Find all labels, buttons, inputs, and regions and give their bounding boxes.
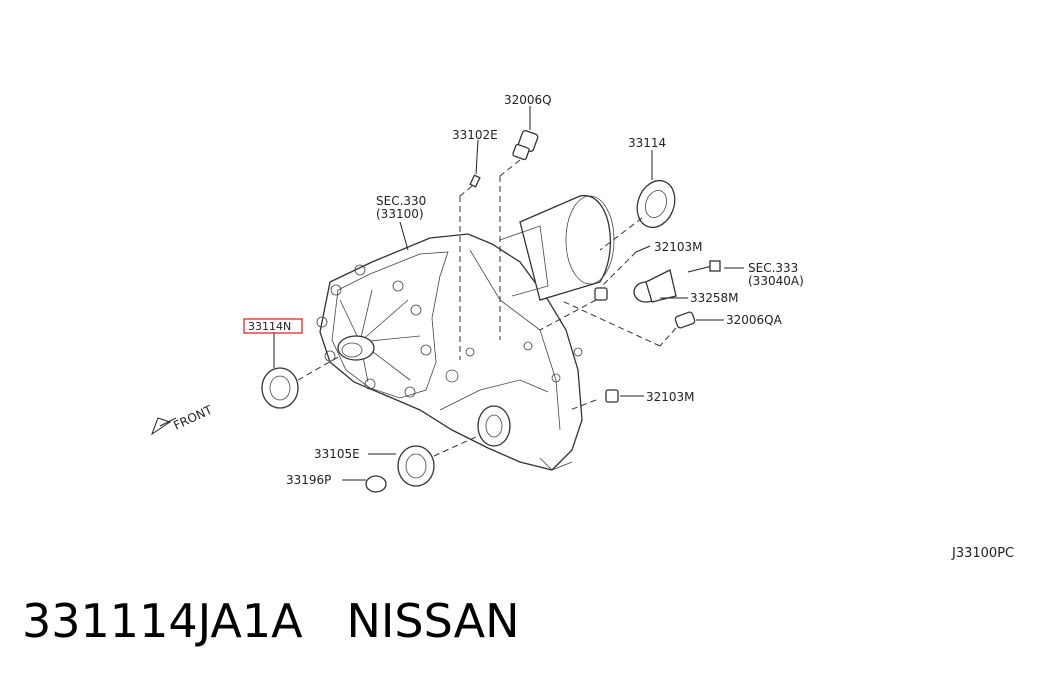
oil-seal-33114n bbox=[261, 367, 299, 409]
bearing-33114 bbox=[636, 179, 676, 229]
brand-name: NISSAN bbox=[346, 594, 520, 648]
label-32006q: 32006Q bbox=[504, 93, 552, 107]
label-sec333: SEC.333 bbox=[748, 261, 798, 275]
caption: 331114JA1A NISSAN bbox=[22, 594, 520, 648]
transfer-case-housing bbox=[316, 195, 615, 471]
leader-lines bbox=[273, 106, 744, 481]
switch-32006qa bbox=[674, 311, 696, 329]
label-33102e: 33102E bbox=[452, 128, 498, 142]
o-ring-33196p bbox=[365, 475, 387, 493]
bolt-sec333 bbox=[687, 260, 721, 273]
label-33105e: 33105E bbox=[314, 447, 360, 461]
label-sec330: SEC.330 bbox=[376, 194, 426, 208]
label-33258m: 33258M bbox=[690, 291, 739, 305]
part-number: 331114JA1A bbox=[22, 594, 303, 648]
label-32103m-top: 32103M bbox=[654, 240, 703, 254]
switch-32006q bbox=[512, 130, 539, 161]
label-front: FRONT bbox=[171, 402, 215, 432]
label-32103m-bottom: 32103M bbox=[646, 390, 695, 404]
highlight-box bbox=[243, 318, 303, 334]
plug-32103m-bottom bbox=[605, 389, 619, 403]
plug-32103m-top bbox=[594, 287, 608, 301]
label-drawing-code: J33100PC bbox=[951, 546, 1014, 561]
label-33196p: 33196P bbox=[286, 473, 331, 487]
label-33114: 33114 bbox=[628, 136, 666, 150]
label-32006qa: 32006QA bbox=[726, 313, 783, 327]
front-arrow bbox=[150, 417, 177, 436]
label-sec330-ref: (33100) bbox=[376, 207, 424, 221]
pin-33102e bbox=[469, 174, 481, 188]
label-33114n: 33114N bbox=[248, 320, 291, 333]
oil-seal-33105e bbox=[397, 445, 435, 487]
actuator-33258m bbox=[633, 269, 677, 303]
label-sec333-ref: (33040A) bbox=[748, 274, 804, 288]
